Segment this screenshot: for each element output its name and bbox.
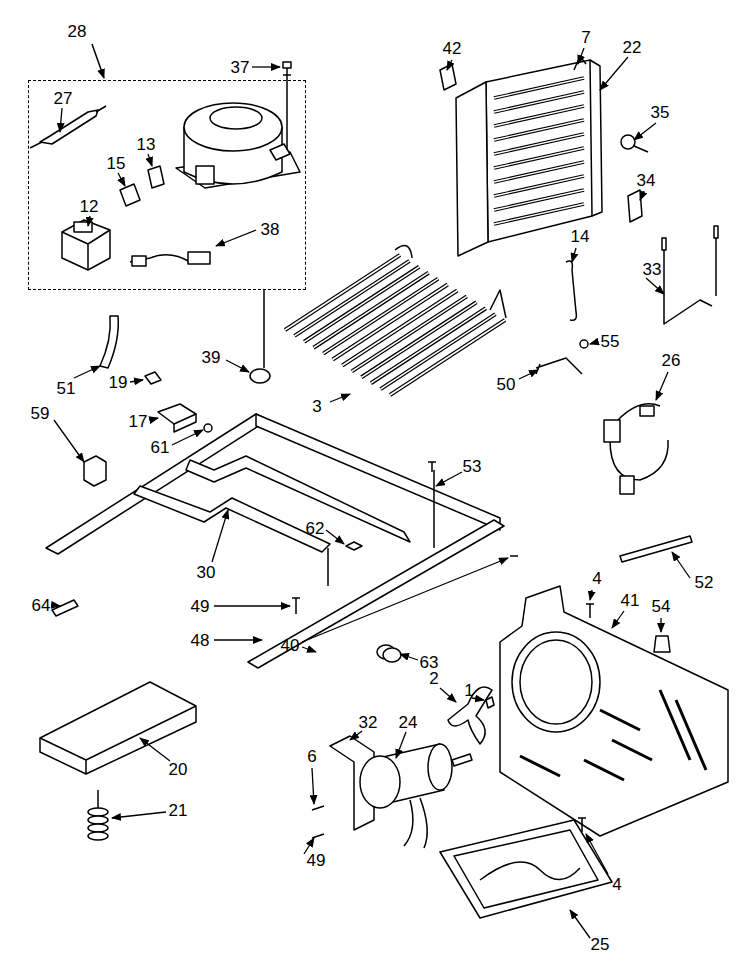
callout-number: 63 [420,654,439,671]
callout-number: 19 [109,374,128,391]
callout-number: 4 [592,570,601,587]
callout-number: 17 [129,413,148,430]
callout-number: 55 [601,333,620,350]
callout-number: 53 [463,458,482,475]
callout-number: 13 [137,136,156,153]
callout-number: 49 [191,598,210,615]
callout-number: 37 [231,59,250,76]
callout-number: 25 [591,936,610,953]
callout-number: 35 [651,104,670,121]
callout-number: 15 [107,155,126,172]
callout-number: 59 [31,405,50,422]
callout-number: 41 [621,592,640,609]
callout-number: 62 [306,520,325,537]
callout-number: 4 [612,876,621,893]
callout-number: 12 [80,198,99,215]
assembly-group: 282713151238 [28,80,306,290]
callout-number: 1 [464,682,473,699]
callout-number: 33 [643,261,662,278]
callout-number: 50 [497,376,516,393]
callout-number: 21 [169,802,188,819]
callout-number: 3 [312,398,321,415]
callout-number: 48 [191,632,210,649]
callout-number: 34 [637,172,656,189]
callout-number: 2 [429,670,438,687]
callout-number: 40 [281,637,300,654]
callout-number: 52 [695,574,714,591]
callout-number: 39 [202,349,221,366]
callout-number: 20 [169,761,188,778]
callout-number: 61 [151,439,170,456]
callout-number: 42 [443,40,462,57]
callout-number: 64 [32,597,51,614]
callout-number: 6 [307,748,316,765]
callout-number: 54 [652,598,671,615]
callout-number: 22 [623,39,642,56]
callout-number: 27 [54,90,73,107]
callout-number: 30 [197,564,216,581]
callout-number: 14 [571,228,590,245]
callout-number: 38 [261,221,280,238]
callout-number: 32 [359,714,378,731]
callout-number: 49 [307,852,326,869]
callout-number: 51 [57,380,76,397]
callout-number: 7 [581,29,590,46]
callout-number: 26 [662,352,681,369]
callout-number: 24 [399,714,418,731]
callout-number: 28 [68,23,87,40]
